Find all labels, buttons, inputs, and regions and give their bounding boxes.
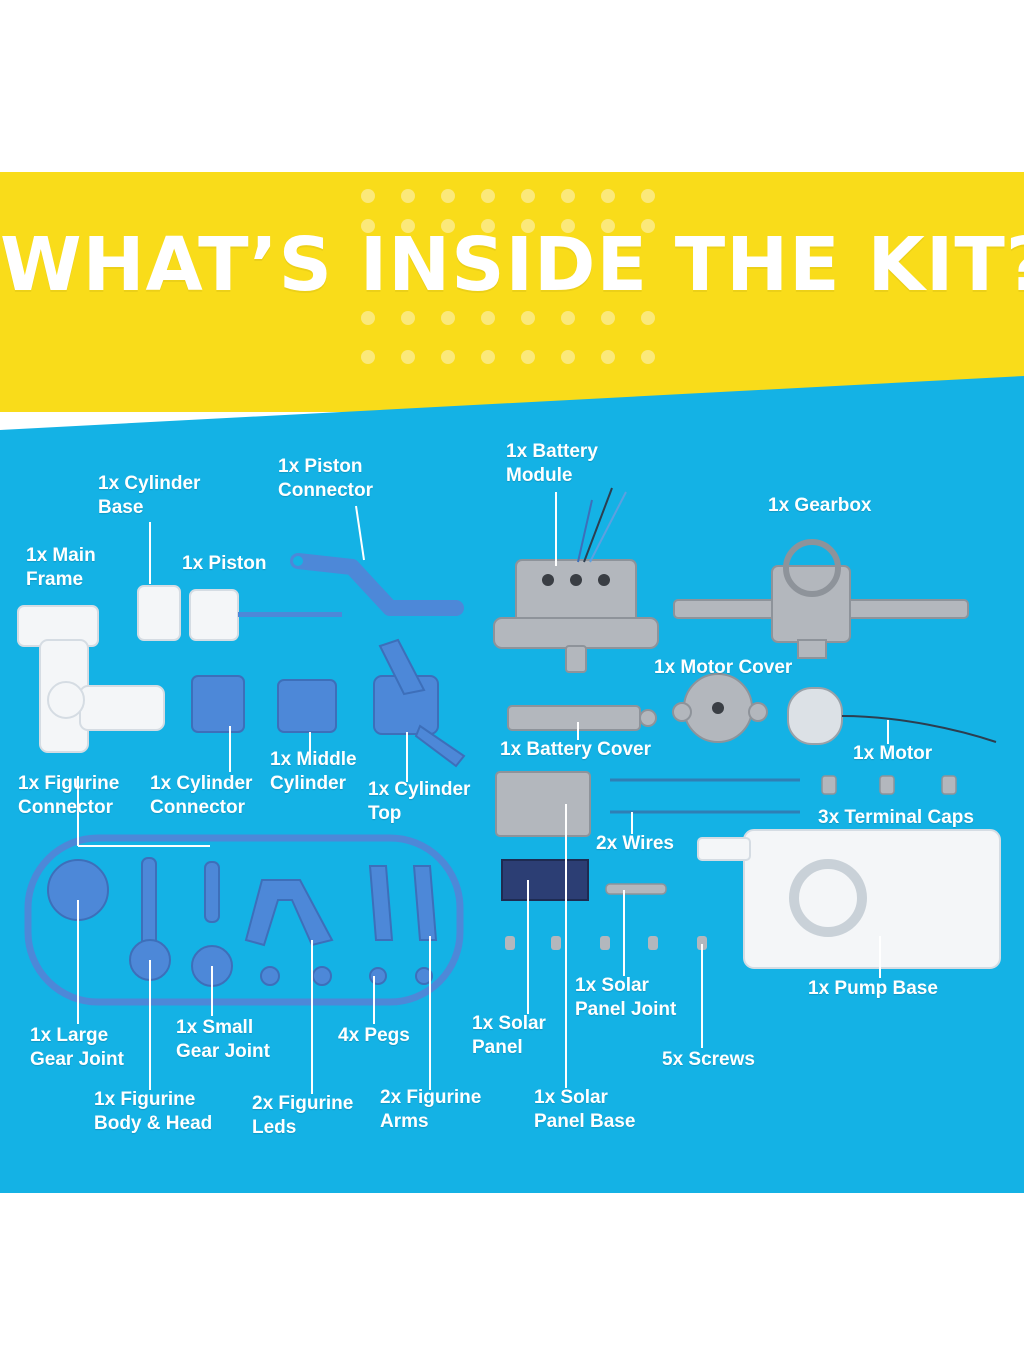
sprue-parts <box>47 857 438 987</box>
dot-pattern-bottom <box>361 311 655 364</box>
label-motor-cover: 1x Motor Cover <box>654 657 793 678</box>
yellow-band <box>0 172 1024 412</box>
label-battery-cover: 1x Battery Cover <box>500 739 652 760</box>
screws-part <box>505 936 707 950</box>
solar-panel-joint-part <box>605 883 667 895</box>
gearbox-part <box>673 539 969 659</box>
label-pegs: 4x Pegs <box>338 1025 410 1046</box>
label-wires: 2x Wires <box>596 833 674 854</box>
motor-wires <box>841 715 997 743</box>
battery-cover-part <box>507 705 657 731</box>
pump-base-part <box>697 829 1001 969</box>
piston-rod <box>238 612 342 617</box>
dot-pattern-top <box>361 189 655 233</box>
battery-holes <box>542 574 610 586</box>
motor-cover-hole <box>712 702 724 714</box>
wires-part <box>610 778 800 814</box>
piston-connector-hole <box>293 556 303 566</box>
pump-base-ring <box>789 859 867 937</box>
piston-connector-part <box>290 553 464 616</box>
solar-panel-base-part <box>495 771 591 837</box>
label-piston: 1x Piston <box>182 553 267 574</box>
terminal-caps-part <box>821 775 957 795</box>
label-screws: 5x Screws <box>662 1049 755 1070</box>
cylinder-parts <box>191 638 466 768</box>
cylinder-base-part <box>137 585 239 641</box>
leader-lines <box>77 492 889 1094</box>
solar-panel-part <box>501 859 589 901</box>
sprue-tree <box>24 834 464 1006</box>
label-gearbox: 1x Gearbox <box>768 495 872 516</box>
motor-part <box>787 687 843 745</box>
label-motor: 1x Motor <box>853 743 933 764</box>
label-terminal-caps: 3x Terminal Caps <box>818 807 974 828</box>
main-frame-part <box>17 605 165 753</box>
page-title: WHAT’S INSIDE THE KIT? <box>0 222 1024 308</box>
label-pump-base: 1x Pump Base <box>808 978 938 999</box>
battery-wires <box>577 487 627 563</box>
